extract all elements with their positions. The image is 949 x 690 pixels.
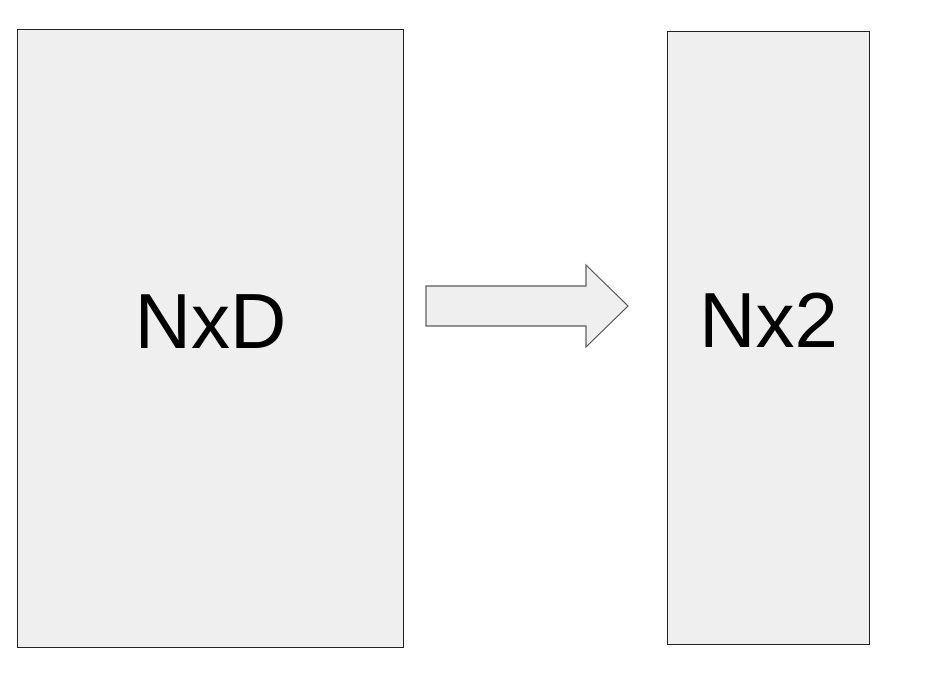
output-matrix-box: Nx2 [667,31,870,645]
arrow-shape [425,263,629,349]
input-matrix-label: NxD [134,276,287,365]
right-arrow-icon [425,263,629,349]
input-matrix-box: NxD [17,29,404,648]
output-matrix-label: Nx2 [699,276,838,364]
